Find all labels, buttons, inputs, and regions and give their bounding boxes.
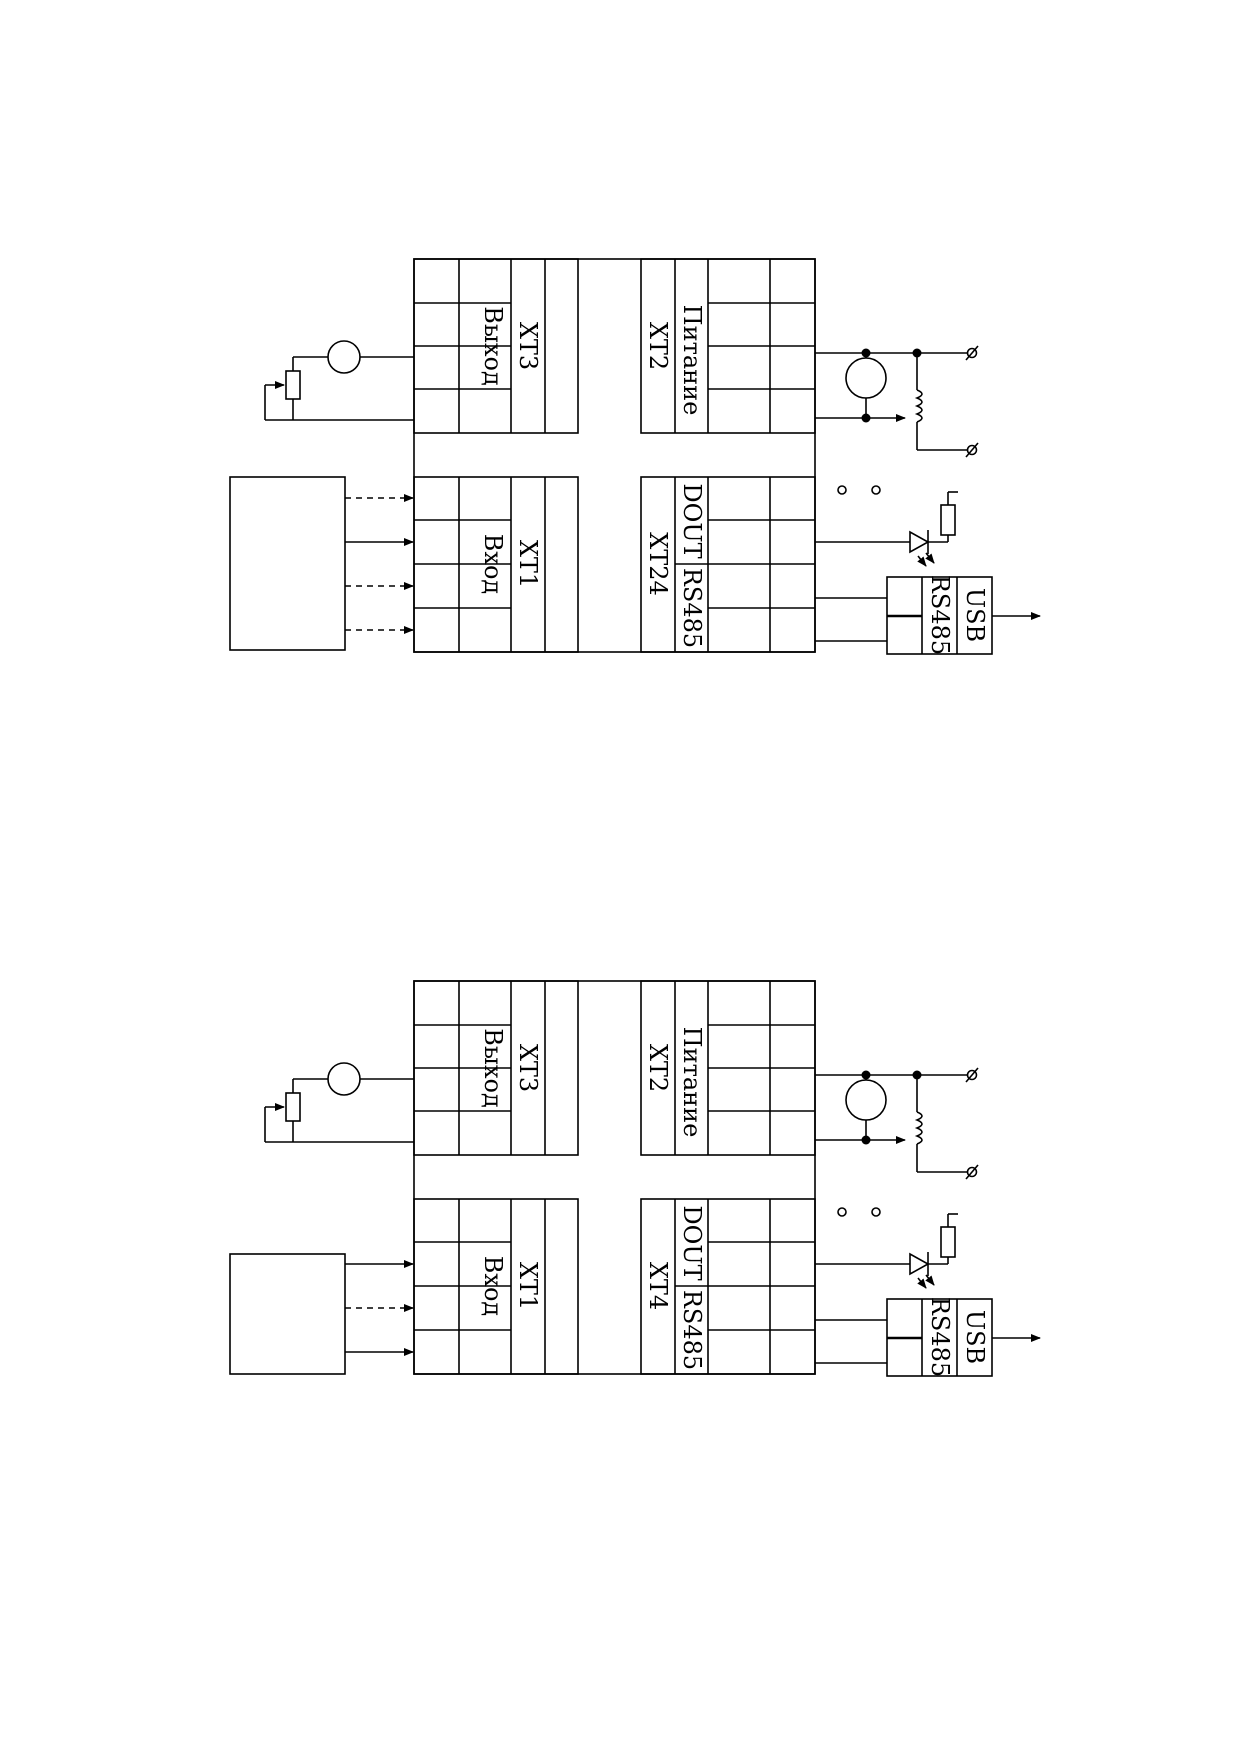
terminal-symbol	[966, 347, 978, 359]
led-symbol	[909, 1252, 930, 1276]
xt-power-label: XT2	[644, 322, 672, 370]
converter-usb-label: USB	[961, 588, 989, 642]
output-label: Выход	[479, 1028, 507, 1108]
generator-circle-symbol	[845, 1079, 887, 1121]
led-ray	[925, 1274, 935, 1286]
terminal-symbol	[966, 1069, 978, 1081]
coil-symbol	[914, 1111, 923, 1145]
power-label: Питание	[678, 305, 706, 416]
potentiometer-symbol	[285, 370, 301, 400]
rs485-label: RS485	[678, 568, 706, 648]
led-symbol	[909, 530, 930, 554]
sensor-box	[229, 476, 346, 651]
potentiometer-symbol	[285, 1092, 301, 1122]
xt-io-label: XT24	[644, 532, 672, 596]
load-circle-symbol	[327, 1062, 361, 1096]
xt-in-label: XT1	[514, 1262, 542, 1310]
dout-label: DOUT	[678, 1205, 706, 1280]
load-circle-symbol	[327, 340, 361, 374]
input-label: Вход	[479, 534, 507, 594]
contact-circle	[837, 485, 847, 495]
resistor-symbol	[940, 504, 956, 536]
power-label: Питание	[678, 1027, 706, 1138]
coil-symbol	[914, 389, 923, 423]
generator-circle-symbol	[845, 357, 887, 399]
terminal-symbol	[966, 444, 978, 456]
instrument-frame	[413, 258, 816, 653]
led-ray	[917, 1277, 927, 1289]
junction-dot	[861, 1135, 871, 1145]
output-label: Выход	[479, 306, 507, 386]
led-ray	[917, 555, 927, 567]
xt-io-label: XT4	[644, 1262, 672, 1310]
converter-rs485-label: RS485	[926, 1297, 954, 1377]
terminal-slash	[965, 442, 979, 458]
xt-power-label: XT2	[644, 1044, 672, 1092]
terminal-symbol	[966, 1166, 978, 1178]
xt-out-label: XT3	[514, 1044, 542, 1092]
junction-dot	[861, 413, 871, 423]
dout-label: DOUT	[678, 483, 706, 558]
terminal-slash	[965, 1067, 979, 1083]
sensor-box	[229, 1253, 346, 1375]
converter-usb-label: USB	[961, 1310, 989, 1364]
terminal-slash	[965, 345, 979, 361]
rs485-label: RS485	[678, 1290, 706, 1370]
terminal-slash	[965, 1164, 979, 1180]
converter-rs485-label: RS485	[926, 575, 954, 655]
instrument-frame	[413, 980, 816, 1375]
contact-circle	[871, 1207, 881, 1217]
led-ray	[925, 552, 935, 564]
contact-circle	[871, 485, 881, 495]
xt-out-label: XT3	[514, 322, 542, 370]
input-label: Вход	[479, 1256, 507, 1316]
xt-in-label: XT1	[514, 540, 542, 588]
contact-circle	[837, 1207, 847, 1217]
resistor-symbol	[940, 1226, 956, 1258]
